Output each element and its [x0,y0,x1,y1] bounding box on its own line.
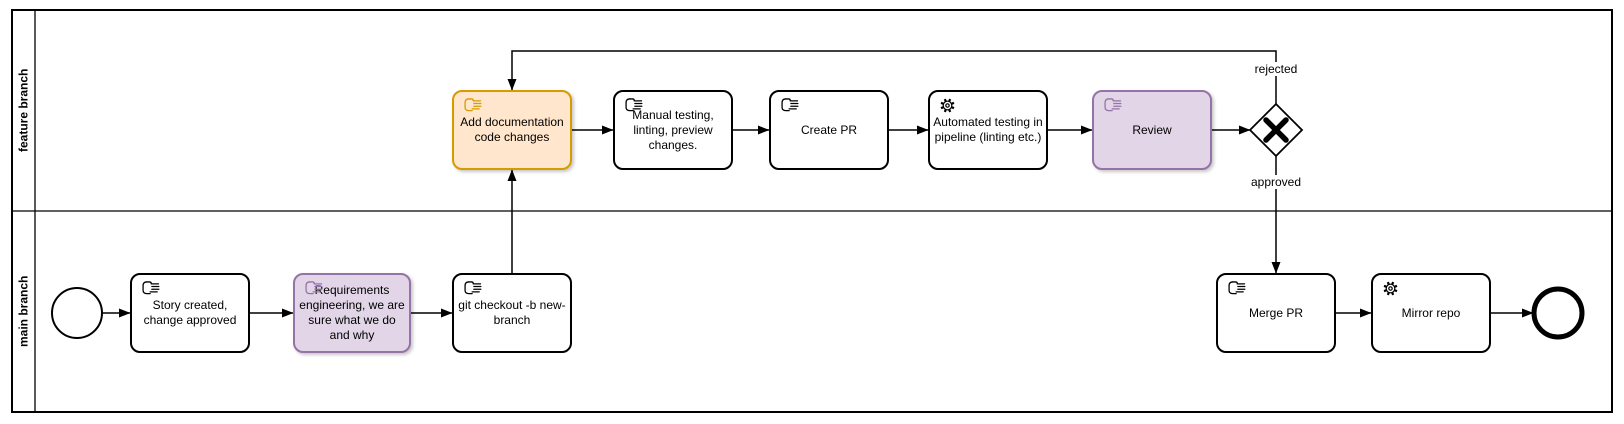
task-label: git checkout -b new-branch [458,298,566,327]
manual-task-hand-icon [1228,281,1246,295]
task-mirror-repo: Mirror repo [1371,273,1491,353]
exclusive-gateway [1248,102,1304,158]
service-task-gear-icon [1383,281,1398,296]
task-merge-pr: Merge PR [1216,273,1336,353]
manual-task-hand-icon [1227,280,1247,295]
manual-task-hand-icon [624,97,644,112]
end-event [1531,286,1585,340]
task-label: Review [1132,122,1172,137]
task-label: Mirror repo [1401,305,1461,320]
lane-label-main-branch: main branch [16,275,31,348]
manual-task-hand-icon [781,98,799,112]
task-story-created: Story created, change approved [130,273,250,353]
flow-gateway-rejected-to-add-documentation [507,50,1277,104]
service-task-gear-icon [939,97,956,114]
task-label: Merge PR [1248,305,1304,320]
manual-task-hand-icon [464,98,482,112]
task-manual-testing: Manual testing, linting, preview changes… [613,90,733,170]
task-label: Requirements engineering, we are sure wh… [299,283,405,342]
task-create-pr: Create PR [769,90,889,170]
manual-task-hand-icon [1103,97,1123,112]
task-label: Create PR [800,122,858,137]
manual-task-hand-icon [464,281,482,295]
manual-task-hand-icon [305,281,323,295]
service-task-gear-icon [940,98,955,113]
manual-task-hand-icon [1104,98,1122,112]
manual-task-hand-icon [780,97,800,112]
task-label: Manual testing, linting, preview changes… [632,107,714,152]
task-label: Story created, change approved [143,298,237,327]
start-event [51,287,103,339]
task-git-checkout: git checkout -b new-branch [452,273,572,353]
edge-label-approved: approved [1248,175,1304,189]
task-requirements-engineering: Requirements engineering, we are sure wh… [293,273,411,353]
edge-label-rejected: rejected [1252,62,1300,76]
manual-task-hand-icon [141,280,161,295]
task-review: Review [1092,90,1212,170]
manual-task-hand-icon [463,97,483,112]
service-task-gear-icon [1382,280,1399,297]
task-automated-testing: Automated testing in pipeline (linting e… [928,90,1048,170]
task-add-documentation: Add documentation code changes [452,90,572,170]
gateway-x-mark [1263,117,1289,143]
task-label: Add documentation code changes [460,115,564,144]
manual-task-hand-icon [463,280,483,295]
manual-task-hand-icon [625,98,643,112]
manual-task-hand-icon [304,280,324,295]
lane-label-feature-branch: feature branch [16,68,31,153]
task-label: Automated testing in pipeline (linting e… [933,115,1043,144]
manual-task-hand-icon [142,281,160,295]
